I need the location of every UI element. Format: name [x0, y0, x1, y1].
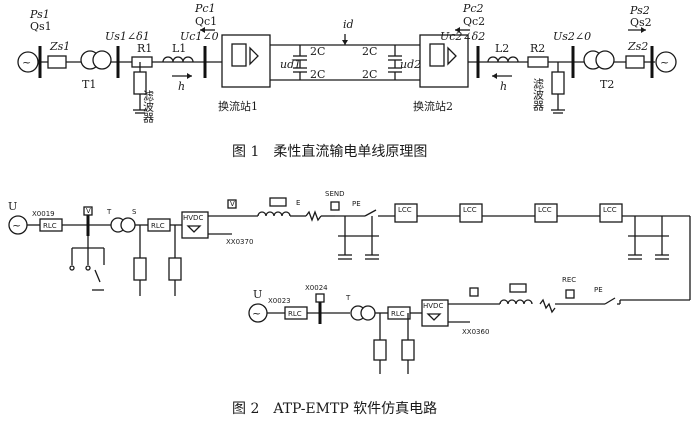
label-xx0360: XX0360	[462, 328, 489, 336]
filter-right	[551, 71, 565, 95]
label-lcc-2: LCC	[463, 206, 477, 214]
label-u-top: U	[8, 200, 17, 213]
v-meter-2	[227, 199, 237, 209]
lcc-block-1	[394, 203, 418, 223]
label-u-bottom: U	[253, 288, 262, 301]
label-ud2: ud2	[400, 58, 421, 71]
inductor-l2	[487, 56, 519, 63]
label-station-2: 换流站2	[413, 99, 453, 113]
label-t2: T2	[600, 78, 614, 91]
label-cap-right-bot: 2C	[362, 68, 377, 81]
label-send: SEND	[325, 190, 345, 198]
filter-branch-1	[133, 257, 147, 281]
label-s-top: S	[132, 208, 137, 216]
v-meter-send	[330, 201, 340, 211]
label-t-top: T	[106, 208, 112, 216]
label-station-1: 换流站1	[218, 99, 258, 113]
label-us2: Us2∠0	[553, 30, 591, 43]
label-rlc-2: RLC	[151, 222, 165, 230]
label-qs2: Qs2	[630, 16, 652, 29]
label-uc2: Uc2∠δ2	[440, 30, 485, 43]
ac-source-right	[655, 51, 677, 73]
inductor-l1	[162, 56, 194, 63]
label-pc2: Pc2	[462, 2, 484, 15]
label-h-left: h	[178, 80, 185, 93]
label-ps2: Ps2	[629, 4, 650, 17]
label-hvdc-bottom: HVDC	[423, 302, 443, 310]
lcc-block-2	[459, 203, 483, 223]
v-meter-3	[315, 293, 325, 303]
label-zs1: Zs1	[49, 40, 70, 53]
label-us1: Us1∠δ1	[105, 30, 150, 43]
label-lcc-4: LCC	[603, 206, 617, 214]
label-x0019: X0019	[32, 210, 55, 218]
filter-branch-3	[373, 339, 387, 361]
label-l2: L2	[495, 42, 509, 55]
label-l1: L1	[172, 42, 186, 55]
label-filter-left: 滤波器	[142, 90, 155, 124]
lcc-block-4	[599, 203, 623, 223]
resistor-r1	[131, 56, 153, 68]
label-x0023: X0023	[268, 297, 291, 305]
label-pc1: Pc1	[194, 2, 216, 15]
label-h-right: h	[500, 80, 507, 93]
filter-branch-4	[401, 339, 415, 361]
ac-source-left	[17, 51, 39, 73]
label-pe: PE	[352, 200, 361, 208]
label-v-2: V	[230, 200, 235, 208]
lcc-block-3	[534, 203, 558, 223]
label-ps1: Ps1	[29, 8, 50, 21]
hvdc-converter-top	[181, 211, 209, 239]
label-rec: REC	[562, 276, 576, 284]
label-hvdc-top: HVDC	[183, 214, 203, 222]
impedance-zs1	[47, 55, 67, 69]
label-x0024: X0024	[305, 284, 328, 292]
label-zs2: Zs2	[627, 40, 648, 53]
svg-text:~: ~	[22, 56, 31, 69]
label-qc2: Qc2	[463, 15, 485, 28]
label-pe2: PE	[594, 286, 603, 294]
svg-text:~: ~	[12, 219, 21, 232]
svg-text:~: ~	[660, 56, 669, 69]
label-rlc-3: RLC	[288, 310, 302, 318]
label-xx0370: XX0370	[226, 238, 253, 246]
label-lcc-3: LCC	[538, 206, 552, 214]
label-qs1: Qs1	[30, 20, 52, 33]
v-meter-4	[469, 287, 479, 297]
impedance-zs2	[625, 55, 645, 69]
label-rlc-1: RLC	[43, 222, 57, 230]
label-e: E	[296, 199, 300, 207]
filter-branch-2	[168, 257, 182, 281]
label-rlc-4: RLC	[391, 310, 405, 318]
label-cap-left-bot: 2C	[310, 68, 325, 81]
label-r2: R2	[530, 42, 545, 55]
label-cap-right-top: 2C	[362, 45, 377, 58]
label-t1: T1	[82, 78, 96, 91]
v-meter-rec	[565, 289, 575, 299]
figure1-diagram: ~ Zs1 Ps1 Qs1 T1 Us1∠δ1 R1 滤波器 L1 h Uc1∠…	[17, 2, 677, 124]
v-meter-1: V	[86, 207, 91, 215]
figure2-diagram: ~ U RLC X0019 V T S RLC	[8, 190, 691, 374]
label-uc1: Uc1∠0	[180, 30, 219, 43]
label-ud1: ud1	[280, 58, 301, 71]
hvdc-converter-bottom	[421, 299, 449, 327]
label-t-bottom: T	[345, 294, 351, 302]
label-filter-right: 滤波器	[532, 78, 545, 112]
figure1-caption: 图 1 柔性直流输电单线原理图	[232, 143, 427, 160]
resistor-r2	[527, 56, 549, 68]
svg-text:~: ~	[252, 307, 261, 320]
label-cap-left-top: 2C	[310, 45, 325, 58]
label-id: id	[343, 18, 354, 31]
label-qc1: Qc1	[195, 15, 217, 28]
figure2-caption: 图 2 ATP-EMTP 软件仿真电路	[232, 401, 437, 417]
label-r1: R1	[137, 42, 152, 55]
label-lcc-1: LCC	[398, 206, 412, 214]
